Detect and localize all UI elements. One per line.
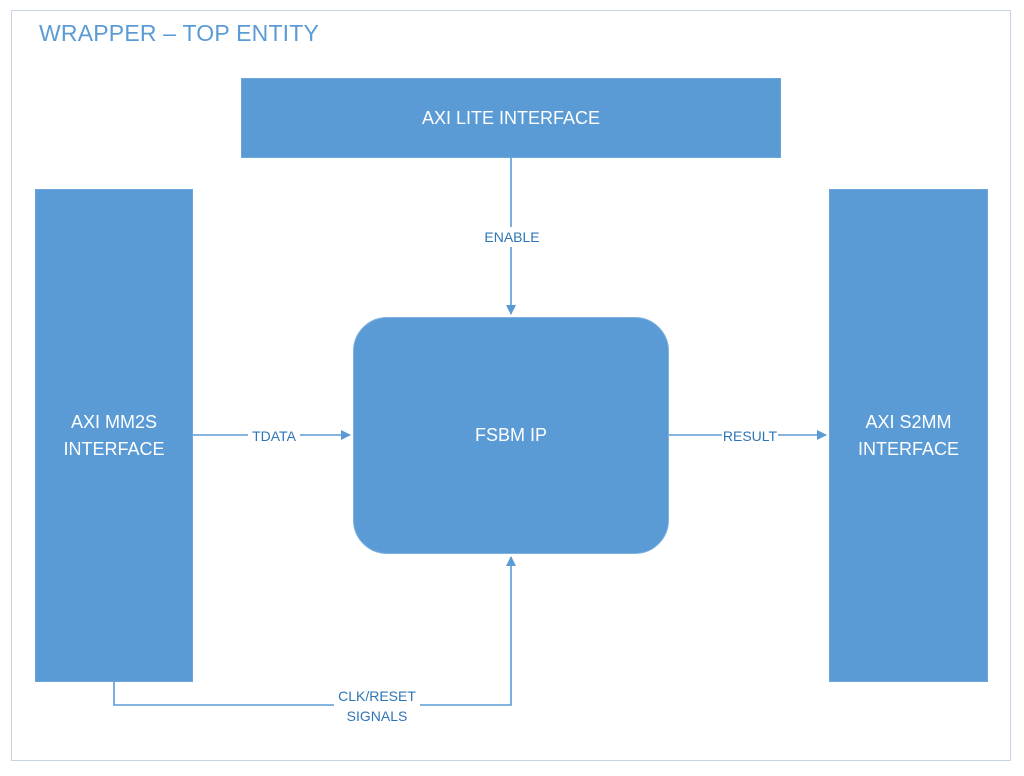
axi-s2mm-interface-label: AXI S2MM INTERFACE [857,411,959,459]
axi-s2mm-interface-block: AXI S2MM INTERFACE [829,189,988,682]
axi-lite-interface-block: AXI LITE INTERFACE [241,78,781,158]
axi-mm2s-interface-block: AXI MM2S INTERFACE [35,189,193,682]
clk-reset-signal-label: CLK/RESET SIGNALS [334,686,420,726]
diagram-title: WRAPPER – TOP ENTITY [39,20,320,46]
fsbm-ip-label: FSBM IP [474,425,547,445]
enable-signal-label: ENABLE [480,227,544,247]
axi-lite-interface-label: AXI LITE INTERFACE [421,107,601,128]
clk-reset-connector [113,556,516,706]
result-signal-label: RESULT [722,426,778,446]
axi-mm2s-interface-label: AXI MM2S INTERFACE [63,411,165,459]
fsbm-ip-block: FSBM IP [353,317,669,554]
tdata-signal-label: TDATA [248,426,300,446]
wrapper-frame [11,10,1011,761]
